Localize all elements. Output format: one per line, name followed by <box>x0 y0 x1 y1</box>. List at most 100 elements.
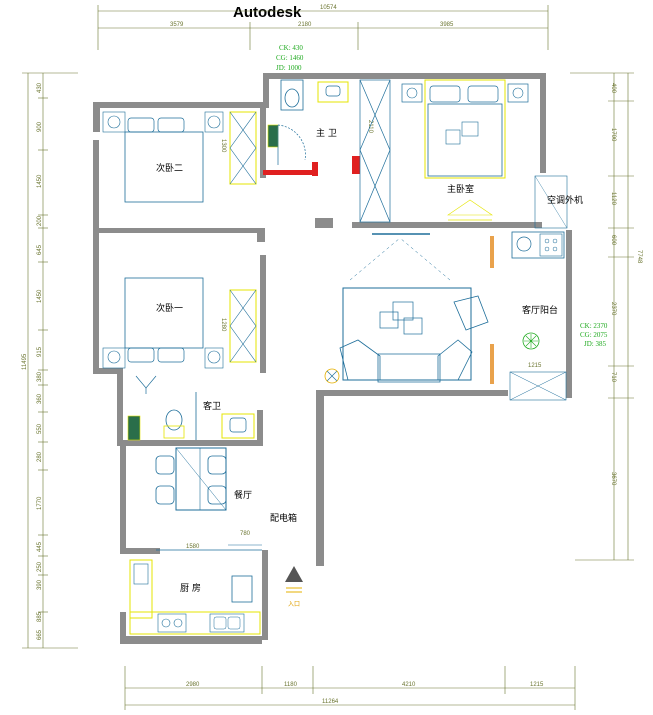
balcony-notes: CK: 2370 CG: 2075 JD: 385 <box>580 322 608 348</box>
entrance-label: 入口 <box>288 601 300 608</box>
lamp-icon-3 <box>107 115 121 129</box>
wardrobe-1 <box>229 289 257 363</box>
toilet-icon-2 <box>165 409 183 431</box>
living-room <box>324 233 494 384</box>
nightstand-right <box>507 83 529 103</box>
dim-left-5: 645 <box>37 244 43 255</box>
lamp-icon-6 <box>207 350 221 364</box>
dim-right-4: 600 <box>610 235 616 246</box>
kitchen-label: 厨 房 <box>180 582 201 594</box>
ac-unit-area: 空调外机 <box>534 175 583 229</box>
master-bedroom: 主卧室 <box>401 79 529 221</box>
dim-bottom-2: 1180 <box>284 682 298 688</box>
chair-4 <box>207 485 227 505</box>
pillow-1b <box>157 347 185 363</box>
toilet-outline <box>280 79 304 111</box>
lamp-icon-5 <box>107 350 121 364</box>
radiator-2 <box>490 344 494 384</box>
master-bedroom-label: 主卧室 <box>447 183 474 195</box>
shower-unit <box>267 124 279 148</box>
dim-kitchen-counter: 780 <box>240 531 251 537</box>
dim-right-1: 400 <box>610 83 616 94</box>
lamp-icon-4 <box>207 115 221 129</box>
note-jd-balcony: JD: 385 <box>584 340 606 348</box>
dim-left-17: 665 <box>37 629 43 640</box>
dim-balcony-width: 1215 <box>528 363 542 369</box>
dim-left-13: 445 <box>37 541 43 552</box>
tv-icon <box>447 199 493 216</box>
kitchen-counter <box>129 611 261 635</box>
guest-sink-counter <box>221 413 255 439</box>
dim-left-11: 280 <box>37 451 43 462</box>
kitchen-appliance <box>231 575 253 603</box>
dim-bottom-4: 1215 <box>530 682 544 688</box>
note-ck-top: CK: 430 <box>279 44 303 52</box>
dim-wardrobe-1: 1280 <box>220 318 226 332</box>
second-bedroom-1-label: 次卧一 <box>156 302 183 314</box>
dim-left-15: 390 <box>37 579 43 590</box>
dining-label: 餐厅 <box>234 489 252 501</box>
door-swing-icon <box>277 124 306 161</box>
bath-sink-counter <box>317 81 349 103</box>
dim-left-6: 1450 <box>37 289 43 303</box>
second-bedroom-2: 次卧二 <box>102 111 257 203</box>
second-bedroom-2-label: 次卧二 <box>156 162 183 174</box>
dim-bottom-total: 11264 <box>322 699 339 705</box>
sofa-middle <box>377 353 441 383</box>
nightstand-left <box>401 83 423 103</box>
dim-top-3: 3985 <box>440 22 454 28</box>
sink-icon <box>325 85 341 97</box>
pillow-2b <box>157 117 185 133</box>
master-bath-label: 主 卫 <box>316 127 337 139</box>
living-rug <box>342 287 472 381</box>
dim-right-5: 2370 <box>610 302 616 316</box>
toilet-icon <box>284 88 300 108</box>
armchair <box>453 295 489 331</box>
ac-unit-label: 空调外机 <box>547 194 583 206</box>
guest-shower-unit <box>127 415 141 441</box>
dimension-lines <box>22 5 634 710</box>
sink-icon-2 <box>229 417 247 433</box>
note-cg-top: CG: 1460 <box>276 54 304 62</box>
living-balcony: 客厅阳台 <box>509 231 567 401</box>
top-bath-notes: CK: 430 CG: 1460 JD: 1000 <box>276 44 304 72</box>
master-bed-frame <box>424 79 506 179</box>
dim-left-16: 885 <box>37 611 43 622</box>
living-balcony-label: 客厅阳台 <box>522 304 558 316</box>
walls <box>93 73 572 644</box>
note-jd-top: JD: 1000 <box>276 64 302 72</box>
washer-icon <box>516 236 532 252</box>
dim-left-9: 360 <box>37 393 43 404</box>
dim-left-12: 1770 <box>37 496 43 510</box>
plant-icon <box>522 332 540 350</box>
dim-top-1: 3579 <box>170 22 184 28</box>
electric-box-label: 配电箱 <box>270 512 297 524</box>
kitchen: 厨 房 <box>129 544 262 635</box>
app-title: Autodesk <box>233 4 302 21</box>
dim-right-6: 710 <box>610 372 616 383</box>
master-bed <box>427 103 503 177</box>
guest-bath: 客卫 <box>127 375 255 441</box>
sofa-right <box>437 339 473 381</box>
lamp-icon-7 <box>324 368 340 384</box>
sofa-left <box>339 339 381 381</box>
chair-1 <box>155 455 175 475</box>
guest-bath-label: 客卫 <box>203 400 221 412</box>
entrance-arrow-icon <box>285 566 303 582</box>
door-marks <box>263 156 360 176</box>
dim-top-total: 10574 <box>320 5 337 11</box>
dim-bottom-1: 2980 <box>186 682 200 688</box>
entrance: 入口 <box>285 566 303 608</box>
dim-right-2: 1700 <box>610 128 616 142</box>
dimension-labels: 10574 3579 2180 3985 2980 1180 4210 1215… <box>22 5 642 705</box>
chair-2 <box>155 485 175 505</box>
dining-area: 餐厅 配电箱 <box>155 447 297 524</box>
chair-3 <box>207 455 227 475</box>
dining-table <box>175 447 227 511</box>
lamp-icon <box>406 87 418 99</box>
dim-left-total: 11495 <box>22 353 28 370</box>
dim-left-10: 550 <box>37 423 43 434</box>
master-bath: 主 卫 <box>267 79 349 165</box>
dim-left-3: 1450 <box>37 174 43 188</box>
dim-wardrobe-2: 1300 <box>220 139 226 153</box>
